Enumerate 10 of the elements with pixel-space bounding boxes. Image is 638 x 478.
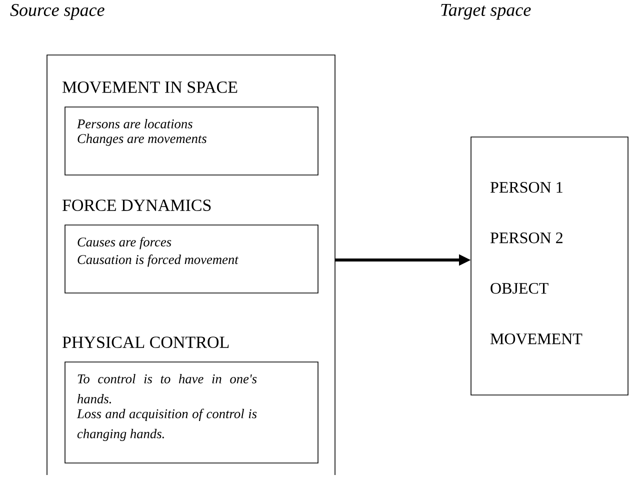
section-heading: FORCE DYNAMICS [62,200,211,211]
metaphor-box: To control is to have in one's hands. Loss and acquisition of control is changing hands. [64,362,318,464]
section-heading: MOVEMENT IN SPACE [62,82,238,93]
source-box [46,54,336,476]
section-heading: PHYSICAL CONTROL [62,336,229,348]
space-title: Source space [10,4,104,20]
metaphor-box: Persons are locations Changes are movements [64,106,318,176]
metaphor-box: Causes are forces Causation is forced movement [64,224,318,294]
target-box: PERSON 1 PERSON 2 OBJECT MOVEMENT [470,136,628,396]
space-title: Target space [441,4,531,20]
